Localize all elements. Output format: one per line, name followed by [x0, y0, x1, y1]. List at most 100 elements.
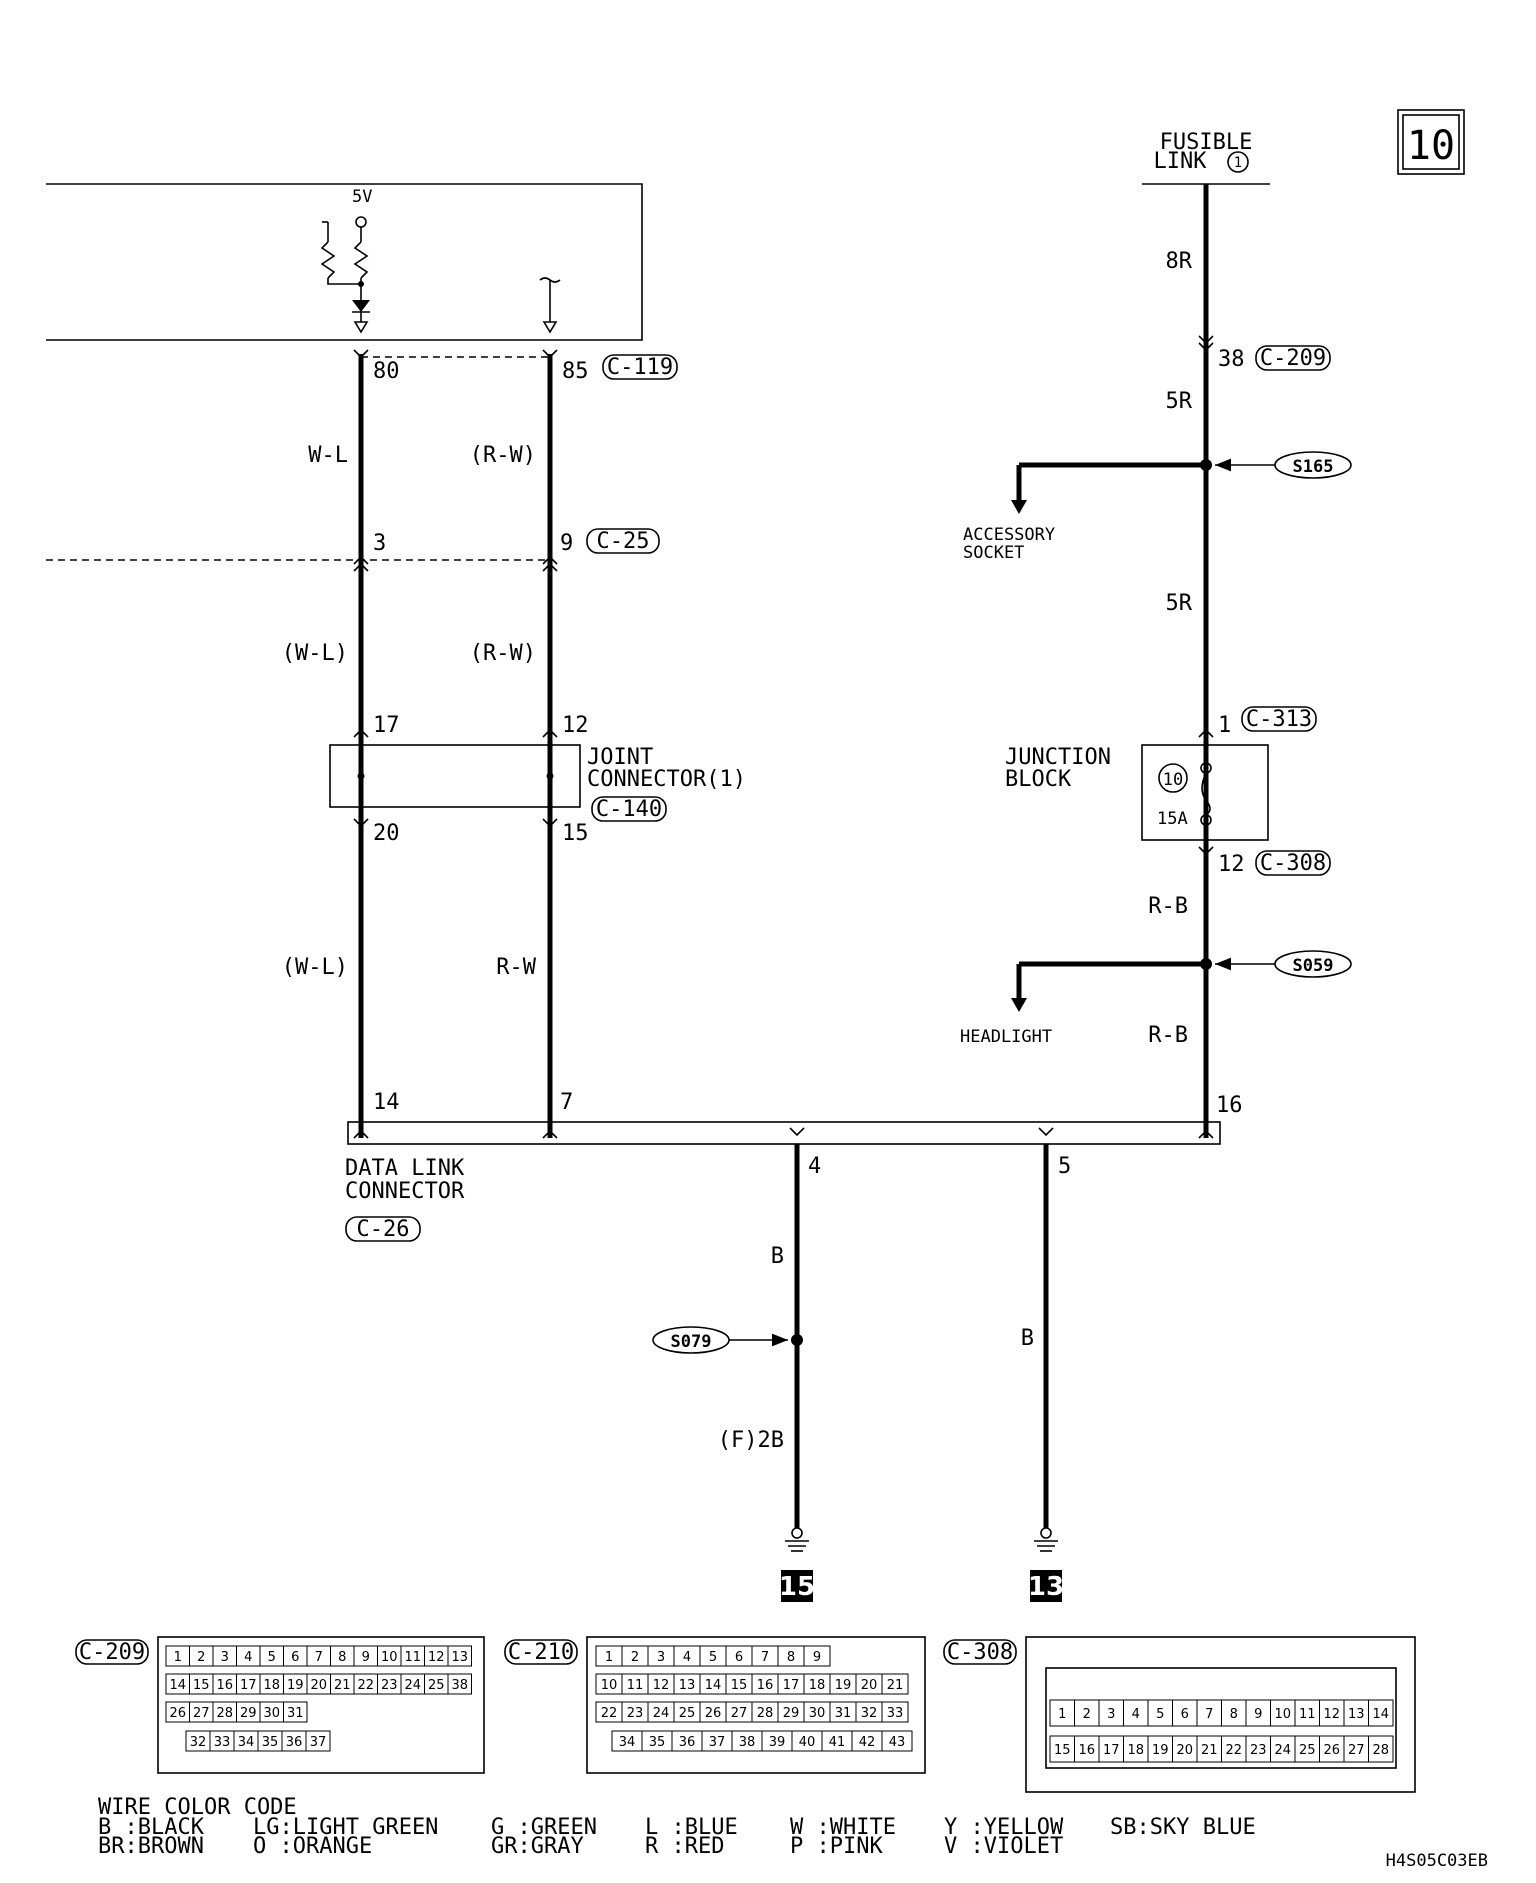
c210-pin-11: 11	[627, 1678, 644, 1693]
wire-label-r3: 5R	[1166, 591, 1193, 616]
c209-pin-30: 30	[263, 1706, 280, 1721]
pin-1: 1	[1218, 713, 1231, 738]
c308-pin-7: 7	[1205, 1707, 1213, 1722]
c308-pin-17: 17	[1103, 1743, 1120, 1758]
c308-pin-13: 13	[1348, 1707, 1365, 1722]
pin-20: 20	[373, 821, 400, 846]
c210-pin-33: 33	[887, 1706, 904, 1721]
c210-pin-30: 30	[809, 1706, 826, 1721]
pin-14: 14	[373, 1090, 400, 1115]
ground-symbol-13: 13	[1028, 1527, 1064, 1602]
c209-pin-11: 11	[404, 1650, 421, 1665]
c209-pin-33: 33	[214, 1735, 231, 1750]
c308-pin-8: 8	[1230, 1707, 1238, 1722]
c308-pin-21: 21	[1201, 1743, 1218, 1758]
connector-c119: C-119	[607, 355, 673, 380]
c308-pin-15: 15	[1054, 1743, 1071, 1758]
c210-pin-15: 15	[731, 1678, 748, 1693]
c209-pin-16: 16	[216, 1678, 233, 1693]
c308-pin-28: 28	[1372, 1743, 1389, 1758]
ground-symbol-15: 15	[779, 1527, 815, 1602]
data-link-label: DATA LINK	[345, 1156, 465, 1181]
c210-pin-9: 9	[813, 1650, 821, 1665]
c209-pin-8: 8	[338, 1650, 346, 1665]
c210-pin-37: 37	[709, 1735, 726, 1750]
c308-pin-4: 4	[1132, 1707, 1140, 1722]
wire-code-row2-3: R :RED	[645, 1834, 724, 1859]
wire-label-r5: R-B	[1148, 1023, 1188, 1048]
c210-pin-5: 5	[709, 1650, 717, 1665]
c210-pin-10: 10	[601, 1678, 618, 1693]
c210-pin-17: 17	[783, 1678, 800, 1693]
c308-pin-10: 10	[1274, 1707, 1291, 1722]
c209-pin-19: 19	[287, 1678, 304, 1693]
pin-15: 15	[562, 821, 589, 846]
pin-3: 3	[373, 531, 386, 556]
page-number: 10	[1407, 123, 1455, 169]
wire-code-row1-5: Y :YELLOW	[944, 1815, 1064, 1840]
wire-label-b2: (F)2B	[718, 1428, 784, 1453]
wire-label-w2: (R-W)	[470, 443, 536, 468]
pin-80: 80	[373, 359, 400, 384]
c308-pin-22: 22	[1225, 1743, 1242, 1758]
fusible-link-number: 1	[1234, 155, 1242, 171]
c210-pin-32: 32	[861, 1706, 878, 1721]
wire-label-w6: R-W	[496, 955, 536, 980]
splice-s165: S165	[1293, 457, 1334, 477]
c210-pin-29: 29	[783, 1706, 800, 1721]
c209-pin-21: 21	[334, 1678, 351, 1693]
c210-pin-2: 2	[631, 1650, 639, 1665]
pin-16: 16	[1216, 1093, 1243, 1118]
c308-pin-9: 9	[1254, 1707, 1262, 1722]
splice-s059: S059	[1293, 956, 1334, 976]
wire-label-b1: B	[771, 1244, 784, 1269]
c210-pin-36: 36	[679, 1735, 696, 1750]
wire-label-w1: W-L	[308, 443, 348, 468]
connector-view-c209-label: C-209	[79, 1640, 145, 1665]
c210-pin-14: 14	[705, 1678, 722, 1693]
wire-code-row2-4: P :PINK	[790, 1834, 883, 1859]
c210-pin-7: 7	[761, 1650, 769, 1665]
c209-pin-27: 27	[193, 1706, 210, 1721]
c308-pin-26: 26	[1323, 1743, 1340, 1758]
c209-pin-38: 38	[451, 1678, 468, 1693]
pin-12b: 12	[1218, 852, 1245, 877]
c308-pin-16: 16	[1078, 1743, 1095, 1758]
c308-pin-24: 24	[1274, 1743, 1291, 1758]
c209-pin-13: 13	[451, 1650, 468, 1665]
joint-connector-label-2: CONNECTOR(1)	[587, 767, 746, 792]
connector-view-c210-label: C-210	[508, 1640, 574, 1665]
c209-pin-29: 29	[240, 1706, 257, 1721]
c209-pin-12: 12	[428, 1650, 445, 1665]
pin-38: 38	[1218, 347, 1245, 372]
c308-pin-11: 11	[1299, 1707, 1316, 1722]
fuse-rating: 15A	[1157, 809, 1188, 829]
c209-pin-5: 5	[268, 1650, 276, 1665]
c210-pin-6: 6	[735, 1650, 743, 1665]
c209-pin-14: 14	[169, 1678, 186, 1693]
c308-pin-12: 12	[1323, 1707, 1340, 1722]
c308-pin-2: 2	[1083, 1707, 1091, 1722]
c209-pin-35: 35	[262, 1735, 279, 1750]
c209-pin-6: 6	[291, 1650, 299, 1665]
c209-pin-7: 7	[315, 1650, 323, 1665]
wire-code-row1-1: LG:LIGHT GREEN	[253, 1815, 438, 1840]
connector-c25: C-25	[597, 529, 650, 554]
wire-label-r4: R-B	[1148, 894, 1188, 919]
wire-label-w3: (W-L)	[282, 641, 348, 666]
wire-code-row2-2: GR:GRAY	[491, 1834, 584, 1859]
c209-pin-22: 22	[357, 1678, 374, 1693]
c308-pin-20: 20	[1176, 1743, 1193, 1758]
connector-c308: C-308	[1260, 851, 1326, 876]
junction-block-label-2: BLOCK	[1005, 767, 1072, 792]
headlight-label: HEADLIGHT	[960, 1027, 1052, 1047]
fuse-number: 10	[1163, 770, 1183, 790]
connector-c140: C-140	[596, 797, 662, 822]
c210-pin-24: 24	[653, 1706, 670, 1721]
c210-pin-3: 3	[657, 1650, 665, 1665]
ground-15-label: 15	[779, 1572, 815, 1602]
c210-pin-16: 16	[757, 1678, 774, 1693]
c308-pin-6: 6	[1181, 1707, 1189, 1722]
